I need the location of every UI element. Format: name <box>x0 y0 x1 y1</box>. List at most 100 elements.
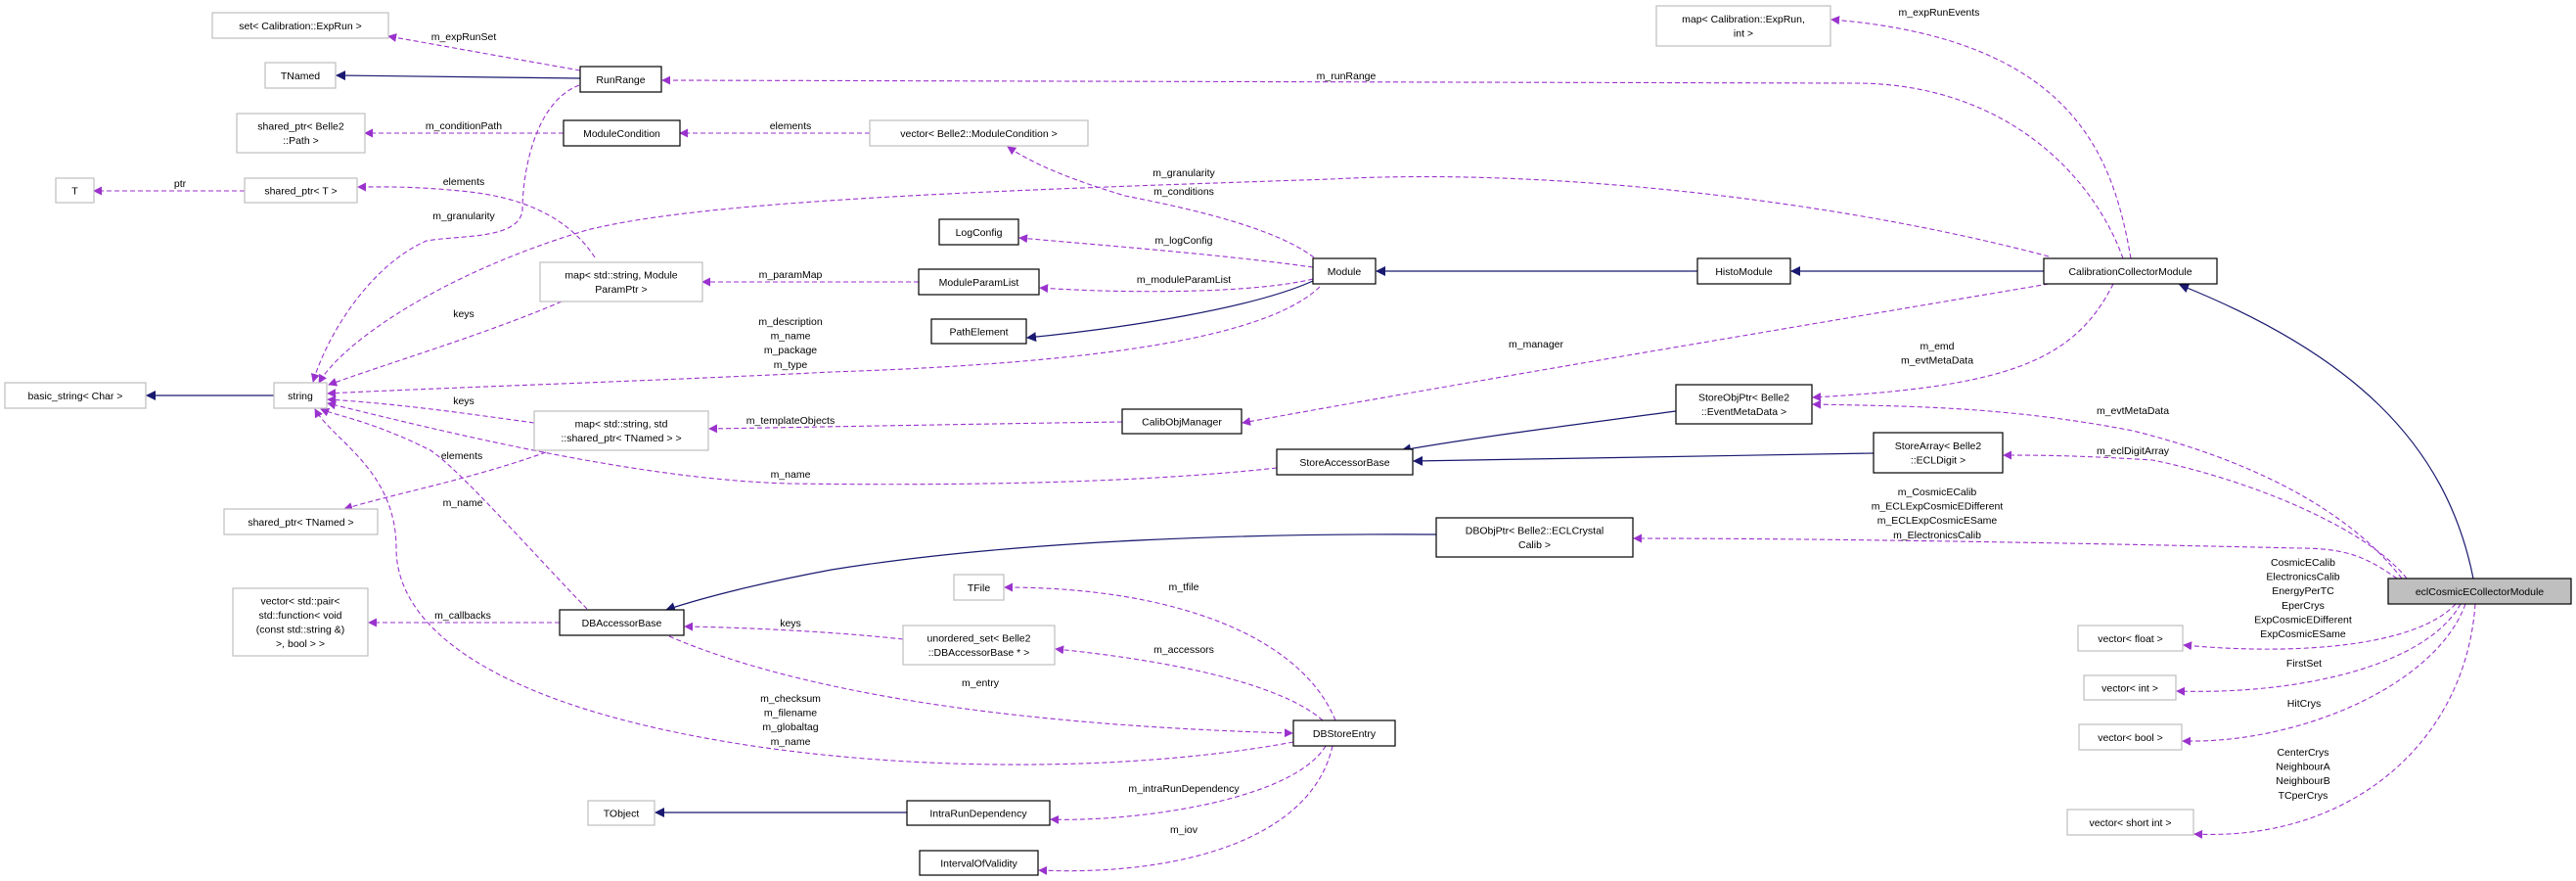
class-node-module[interactable]: Module <box>1312 257 1377 285</box>
edge-label-elements-spt: elements <box>443 176 485 188</box>
edge-dbstore-to-string <box>314 408 1294 765</box>
edge-map-tnamed-to-string <box>327 395 535 424</box>
class-node-modcond[interactable]: ModuleCondition <box>563 119 681 147</box>
class-node-pathelement[interactable]: PathElement <box>930 318 1027 345</box>
edge-module-to-modparamlist <box>1039 278 1314 294</box>
node-label: vector< float > <box>2098 633 2163 645</box>
edge-label-m-name-store: m_name <box>771 469 811 481</box>
edge-label-floats: EperCrys <box>2282 600 2325 612</box>
edge-label-m-granularity-rr: m_granularity <box>432 210 495 222</box>
class-node-storeaccessor[interactable]: StoreAccessorBase <box>1276 448 1414 476</box>
edge-label-m-paramMap: m_paramMap <box>759 269 823 281</box>
edge-dbstore-to-tfile <box>1004 582 1336 721</box>
class-node-dbaccessor[interactable]: DBAccessorBase <box>559 609 685 636</box>
node-label: map< std::string, std <box>575 419 668 431</box>
edge-ecl-to-vec-bool <box>2182 603 2466 746</box>
edge-label-shorts: NeighbourA <box>2276 762 2329 773</box>
node-label: ::shared_ptr< TNamed > > <box>561 433 681 444</box>
edge-label-m-checksum: m_name <box>771 736 811 748</box>
node-label: StoreObjPtr< Belle2 <box>1698 393 1789 404</box>
node-box <box>2078 723 2183 751</box>
class-node-storearray[interactable]: StoreArray< Belle2::ECLDigit > <box>1873 432 2004 474</box>
node-box <box>244 177 358 204</box>
edge-dbstore-to-iov <box>1038 745 1333 875</box>
node-label: ModuleCondition <box>583 128 660 140</box>
edge-label-FirstSet: FirstSet <box>2286 658 2322 670</box>
edge-label-m-checksum: m_globaltag <box>762 721 818 733</box>
class-node-intrarun[interactable]: IntraRunDependency <box>906 800 1051 826</box>
class-node-iov[interactable]: IntervalOfValidity <box>919 850 1039 876</box>
edge-label-elements-tnamed: elements <box>441 450 483 462</box>
edge-label-m-description: m_type <box>774 359 808 371</box>
edge-calibobjmgr-to-map-tnamed <box>708 421 1123 434</box>
edge-ccm-to-calibobjmgr <box>1242 283 2050 426</box>
edge-label-m-entry: m_entry <box>962 677 1000 689</box>
edge-ecl-to-vec-short <box>2193 603 2476 839</box>
edge-ecl-to-vec-float <box>2183 603 2457 651</box>
class-node-calibobjmgr[interactable]: CalibObjManager <box>1121 408 1243 435</box>
node-box <box>918 268 1040 296</box>
edge-label-m-evtMetaData: m_evtMetaData <box>2097 405 2169 417</box>
edge-module-to-logconfig <box>1018 234 1314 268</box>
edge-ccm-to-storeobjptr <box>1812 283 2114 402</box>
edge-label-m-dbobj: m_ElectronicsCalib <box>1893 530 1981 541</box>
node-box <box>264 62 337 89</box>
node-label: RunRange <box>596 74 645 86</box>
node-box <box>223 508 379 535</box>
class-node-dbstore[interactable]: DBStoreEntry <box>1292 719 1396 747</box>
node-label: ::ECLDigit > <box>1911 455 1966 467</box>
node-label: Calib > <box>1518 539 1551 551</box>
class-node-tfile: TFile <box>953 574 1005 601</box>
edge-label-keys-uset: keys <box>780 618 801 629</box>
class-node-runrange[interactable]: RunRange <box>579 66 662 93</box>
edge-label-m-emd: m_emd <box>1920 341 1954 352</box>
edge-label-m-iov: m_iov <box>1170 824 1198 836</box>
node-box <box>902 625 1056 666</box>
class-node-storeobjptr[interactable]: StoreObjPtr< Belle2::EventMetaData > <box>1675 384 1813 425</box>
class-node-modparamlist[interactable]: ModuleParamList <box>918 268 1040 296</box>
node-box <box>2043 257 2218 285</box>
class-node-sp-tnamed: shared_ptr< TNamed > <box>223 508 379 535</box>
edge-label-floats: CosmicECalib <box>2271 557 2335 569</box>
node-label: ::DBAccessorBase * > <box>928 647 1030 659</box>
class-node-vec-int: vector< int > <box>2083 674 2177 701</box>
node-label: ::Path > <box>283 135 318 147</box>
node-label: string <box>288 391 313 402</box>
edge-storearray-inherits-storeaccessor <box>1413 452 1875 466</box>
edge-dbstore-to-intrarun <box>1050 745 1327 824</box>
class-node-histomodule[interactable]: HistoModule <box>1696 257 1791 285</box>
node-label: vector< int > <box>2101 682 2158 694</box>
node-label: DBStoreEntry <box>1313 728 1377 740</box>
class-node-ecl[interactable]: eclCosmicECollectorModule <box>2387 578 2572 605</box>
edge-label-m-callbacks: m_callbacks <box>434 610 491 622</box>
node-box <box>1312 257 1377 285</box>
node-box <box>1655 5 1831 47</box>
node-box <box>579 66 662 93</box>
edge-ccm-to-string <box>318 176 2050 384</box>
node-box <box>1121 408 1243 435</box>
class-node-vec-short: vector< short int > <box>2066 809 2194 836</box>
node-label: >, bool > > <box>276 638 325 650</box>
node-label: shared_ptr< T > <box>264 185 337 197</box>
edge-label-m-dbobj: m_CosmicECalib <box>1898 487 1977 498</box>
class-node-logconfig[interactable]: LogConfig <box>938 218 1019 246</box>
node-label: std::function< void <box>259 610 342 622</box>
edge-label-m-dbobj: m_ECLExpCosmicEDifferent <box>1872 501 2004 513</box>
edge-label-shorts: NeighbourB <box>2276 775 2329 787</box>
edge-ecl-inherits-ccm <box>2179 283 2474 580</box>
node-label: basic_string< Char > <box>28 391 123 402</box>
edge-label-m-eclDigitArray: m_eclDigitArray <box>2097 445 2170 457</box>
class-node-vec-bool: vector< bool > <box>2078 723 2183 751</box>
node-label: vector< bool > <box>2098 732 2163 744</box>
edge-label-ptr: ptr <box>174 178 187 190</box>
node-box <box>211 12 389 39</box>
class-node-ccm[interactable]: CalibrationCollectorModule <box>2043 257 2218 285</box>
node-label: Module <box>1328 266 1362 278</box>
node-box <box>539 261 703 302</box>
edge-label-m-templateObjects: m_templateObjects <box>746 415 835 427</box>
edge-label-m-logConfig: m_logConfig <box>1155 235 1213 247</box>
